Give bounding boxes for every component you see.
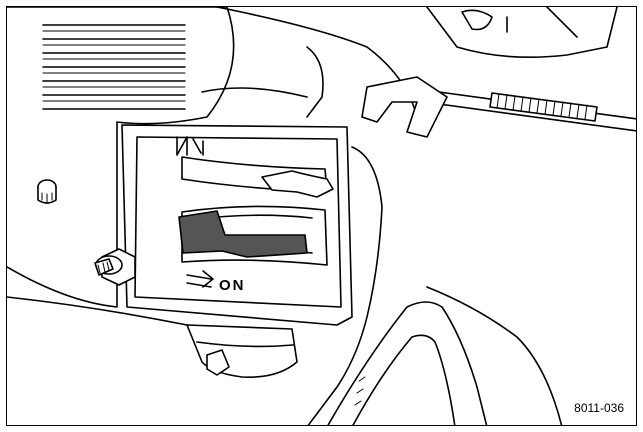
- engine-shroud: [7, 7, 235, 308]
- choke-symbol-icon: [176, 136, 204, 156]
- engine-diagram: [7, 7, 636, 425]
- cable-clamp: [361, 76, 448, 138]
- figure-code: 8011-036: [574, 401, 624, 415]
- drain-screw: [206, 349, 230, 376]
- fuel-tank: [426, 7, 618, 58]
- on-position-label: ON: [219, 277, 246, 294]
- cooling-fins: [42, 24, 186, 110]
- fuel-valve-lever[interactable]: [178, 210, 308, 258]
- bolt-and-nut: [94, 248, 136, 286]
- carburetor-bowl: [186, 324, 298, 379]
- arrow-icon: [186, 270, 214, 288]
- handle-grip: [327, 301, 488, 425]
- illustration-frame: ON 8011-036: [6, 6, 637, 426]
- throttle-cable: [416, 88, 636, 132]
- lower-housing: [7, 146, 383, 425]
- choke-lever: [261, 170, 334, 198]
- screw-left: [37, 179, 57, 204]
